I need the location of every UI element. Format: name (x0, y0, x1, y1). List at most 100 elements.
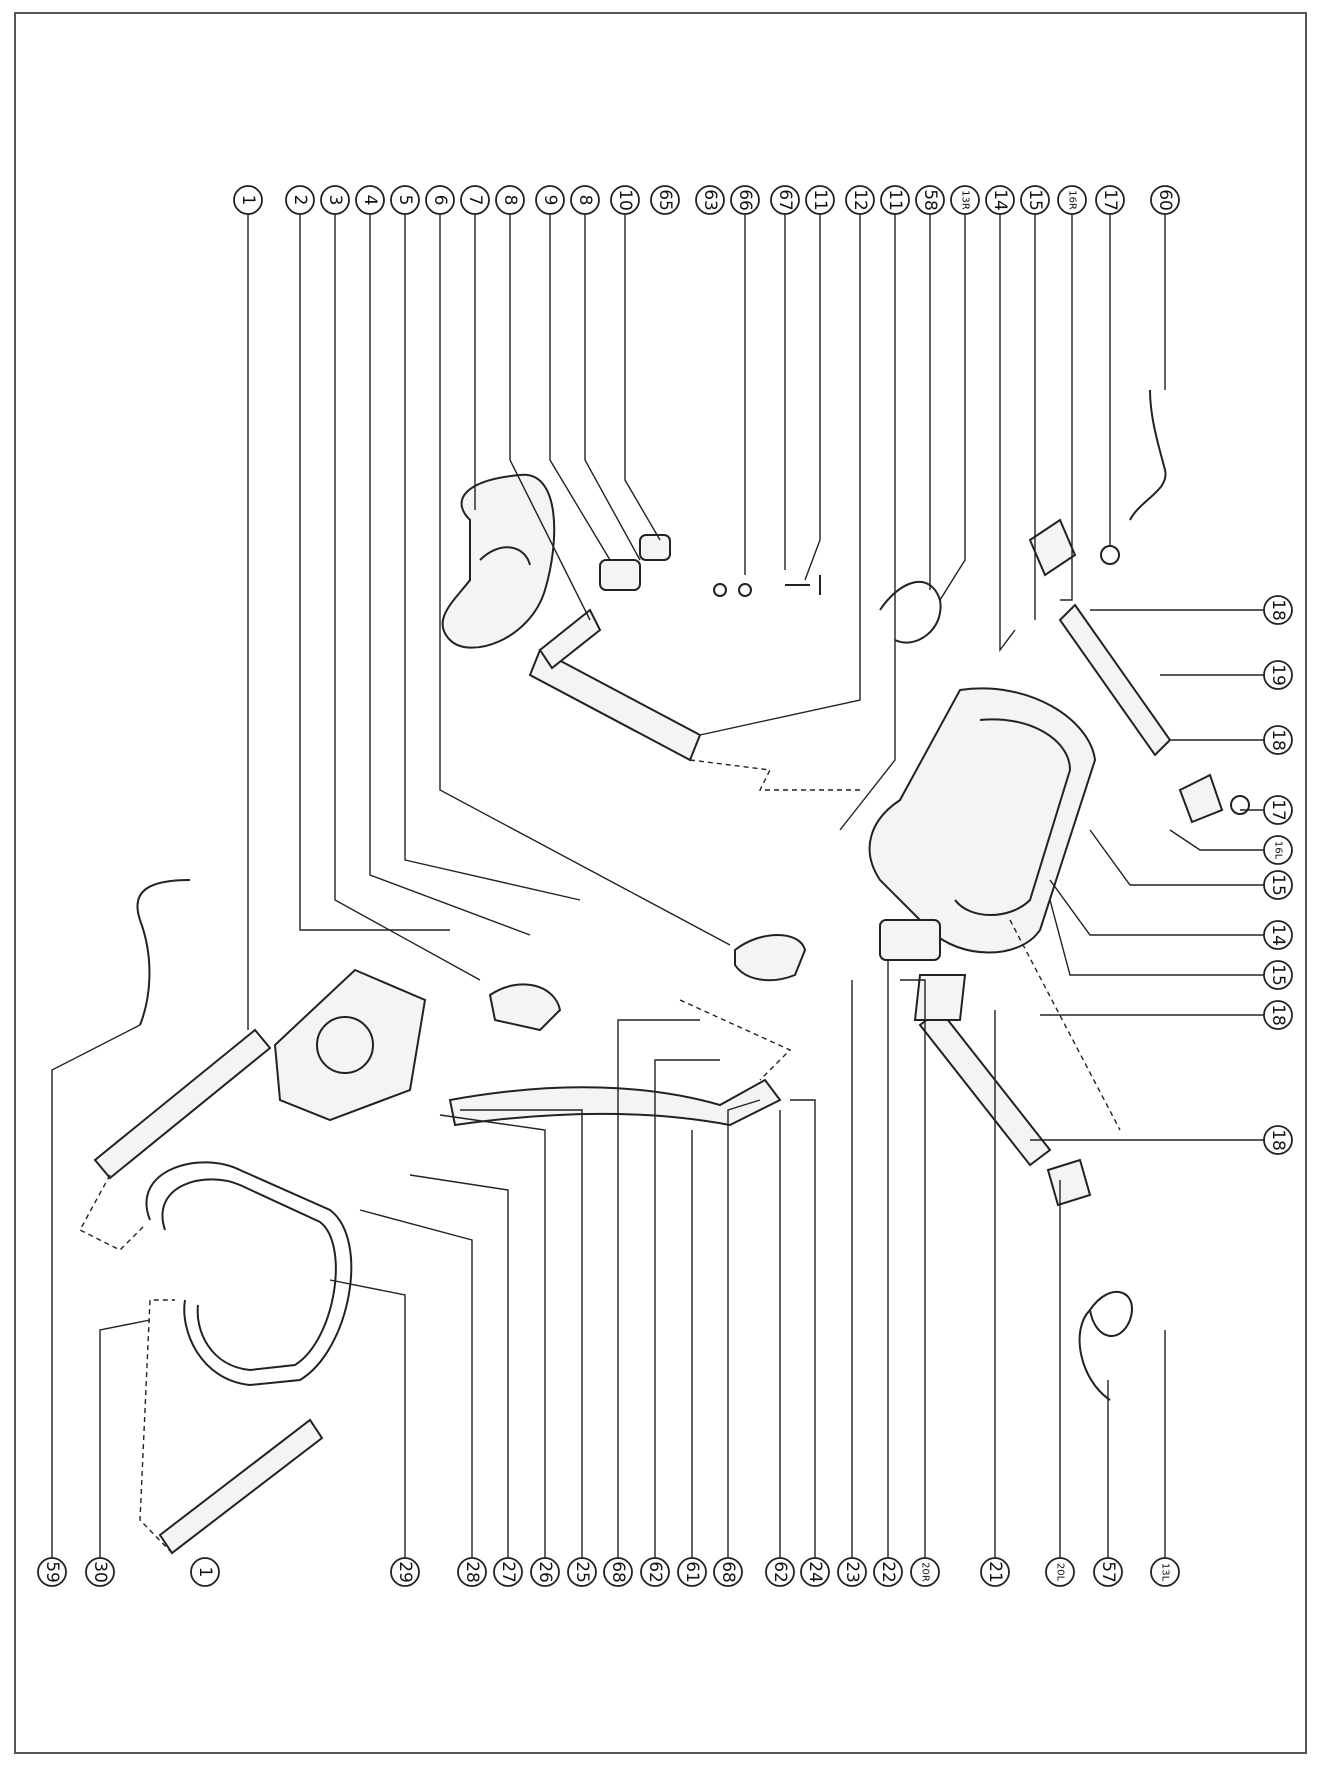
bottom-callout-11: 68 (713, 1557, 743, 1587)
callout-circle (1095, 185, 1125, 215)
pulse-sensor-cable-part (136, 389, 1167, 1026)
top-callout-14: 67 (770, 185, 800, 215)
callout-circle (1263, 920, 1293, 950)
top-callout-3: 4 (355, 185, 385, 215)
callout-label: 20R (920, 1562, 931, 1582)
bottom-callout-1: 30 (85, 1557, 115, 1587)
callout-label: 68 (718, 1561, 738, 1583)
right-callout-9: 18 (1263, 1125, 1293, 1155)
bottom-callout-3: 29 (390, 1557, 420, 1587)
bottom-callout-5: 27 (493, 1557, 523, 1587)
top-callout-6: 7 (460, 185, 490, 215)
top-callout-16: 12 (845, 185, 875, 215)
callout-label: 22 (878, 1561, 898, 1583)
top-callout-24: 60 (1150, 185, 1180, 215)
top-callout-12: 63 (695, 185, 725, 215)
right-callout-4: 16L (1263, 835, 1293, 865)
callout-circle (190, 1557, 220, 1587)
callout-label: 19 (1268, 664, 1288, 686)
callout-circle (650, 185, 680, 215)
callout-label: 21 (985, 1561, 1005, 1583)
bottom-callout-10: 61 (677, 1557, 707, 1587)
callout-label: 62 (645, 1561, 665, 1583)
seat-clamp-part (599, 534, 671, 591)
bottom-callout-20: 13L (1150, 1557, 1180, 1587)
bottom-callout-6: 26 (530, 1557, 560, 1587)
callout-label: 20L (1055, 1563, 1066, 1582)
callout-label: 62 (770, 1561, 790, 1583)
bottom-callout-15: 22 (873, 1557, 903, 1587)
right-callout-2: 18 (1263, 725, 1293, 755)
callout-label: 4 (360, 195, 380, 206)
page-frame (14, 12, 1307, 1754)
callout-label: 15 (1268, 964, 1288, 986)
top-callout-21: 15 (1020, 185, 1050, 215)
bottom-callout-19: 57 (1093, 1557, 1123, 1587)
callout-circle (493, 1557, 523, 1587)
callout-circle (770, 185, 800, 215)
callout-label: 14 (1268, 924, 1288, 946)
callout-circle (320, 185, 350, 215)
callout-circle (1150, 185, 1180, 215)
callout-label: 17 (1100, 189, 1120, 211)
top-callout-2: 3 (320, 185, 350, 215)
callout-circle (603, 1557, 633, 1587)
callout-circle (37, 1557, 67, 1587)
callout-label: 60 (1155, 189, 1175, 211)
callout-circle (567, 1557, 597, 1587)
handlebar-post-part (448, 1078, 782, 1127)
callout-circle (1263, 660, 1293, 690)
top-callout-1: 2 (285, 185, 315, 215)
callout-circle (677, 1557, 707, 1587)
top-callout-0: 1 (233, 185, 263, 215)
bottom-callout-8: 68 (603, 1557, 633, 1587)
callout-label: 18 (1268, 1129, 1288, 1151)
callout-circle (390, 1557, 420, 1587)
top-callout-11: 65 (650, 185, 680, 215)
bottom-callout-7: 25 (567, 1557, 597, 1587)
callout-circle (1263, 835, 1293, 865)
callout-label: 15 (1025, 189, 1045, 211)
callout-label: 67 (775, 189, 795, 211)
callout-label: 2 (290, 195, 310, 206)
top-callout-13: 66 (730, 185, 760, 215)
callout-label: 26 (535, 1561, 555, 1583)
callout-label: 5 (395, 195, 415, 206)
right-callout-8: 18 (1263, 1000, 1293, 1030)
callout-circle (980, 1557, 1010, 1587)
callout-label: 27 (498, 1561, 518, 1583)
callout-circle (950, 185, 980, 215)
bottle-holder-part (734, 934, 807, 982)
callout-circle (1020, 185, 1050, 215)
callout-circle (910, 1557, 940, 1587)
handlebar-part (145, 1161, 353, 1387)
callout-label: 12 (850, 189, 870, 211)
right-callout-0: 18 (1263, 595, 1293, 625)
bottom-callout-4: 28 (457, 1557, 487, 1587)
callout-label: 61 (682, 1561, 702, 1583)
bottom-callout-17: 21 (980, 1557, 1010, 1587)
bottom-callout-16: 20R (910, 1557, 940, 1587)
callout-label: 57 (1098, 1561, 1118, 1583)
right-callout-1: 19 (1263, 660, 1293, 690)
callout-circle (730, 185, 760, 215)
top-callout-7: 8 (495, 185, 525, 215)
seat-part (441, 473, 556, 649)
bottom-callout-12: 62 (765, 1557, 795, 1587)
callout-label: 10 (615, 189, 635, 211)
callout-circle (285, 185, 315, 215)
callout-circle (1263, 725, 1293, 755)
callout-circle (390, 185, 420, 215)
callout-label: 11 (885, 189, 905, 211)
top-callout-19: 13R (950, 185, 980, 215)
top-callout-18: 58 (915, 185, 945, 215)
top-callout-9: 8 (570, 185, 600, 215)
callout-label: 15 (1268, 874, 1288, 896)
callout-label: 13L (1160, 1563, 1171, 1582)
callout-circle (610, 185, 640, 215)
top-callout-8: 9 (535, 185, 565, 215)
callout-label: 24 (805, 1561, 825, 1583)
callout-circle (1263, 1000, 1293, 1030)
